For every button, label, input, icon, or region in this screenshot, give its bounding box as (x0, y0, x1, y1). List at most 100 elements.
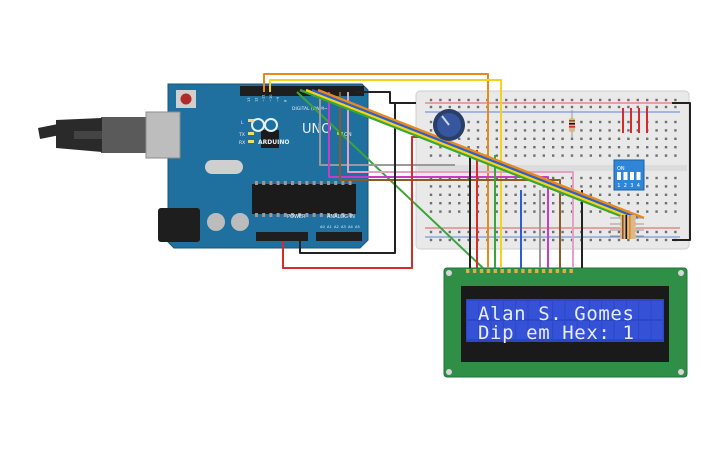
lcd-cell (540, 321, 553, 339)
dip-toggle-1[interactable] (617, 172, 621, 180)
digital-pin-label: ~10 (269, 94, 273, 102)
hole (655, 129, 658, 132)
hole (505, 238, 508, 242)
dip-number-label: 4 (637, 183, 640, 189)
lcd-mount-hole (678, 270, 684, 276)
hole (674, 98, 677, 102)
hole (655, 176, 658, 180)
hole (674, 176, 677, 180)
hole (467, 238, 470, 242)
potentiometer[interactable] (433, 109, 465, 141)
hole (523, 193, 527, 196)
hole (608, 176, 611, 180)
hole (636, 210, 639, 213)
hole (533, 105, 536, 109)
hole (523, 146, 527, 149)
arduino-logo-icon (264, 118, 278, 132)
hole (655, 185, 658, 188)
hole (533, 146, 536, 149)
hole (674, 129, 677, 132)
dip-toggle-3[interactable] (630, 172, 634, 180)
capacitor (207, 213, 225, 231)
hole (542, 193, 545, 196)
hole (439, 154, 442, 157)
resistor-band (622, 233, 624, 239)
hole (514, 146, 517, 149)
hole (664, 146, 668, 149)
chip-pin (305, 181, 309, 185)
hole (636, 202, 639, 205)
usb-chip (261, 130, 279, 148)
wire-diag-orange (317, 88, 645, 220)
hole (646, 154, 649, 157)
hole (542, 137, 545, 140)
hole (599, 176, 602, 180)
lcd-cell (590, 321, 602, 339)
hole (476, 98, 480, 102)
hole (608, 98, 611, 102)
hole (580, 146, 583, 149)
lcd-pin (507, 269, 511, 273)
resistor-band (569, 123, 575, 125)
reset-button[interactable] (180, 93, 192, 105)
hole (674, 137, 677, 140)
hole (467, 146, 470, 149)
hole (636, 230, 639, 234)
hole (599, 129, 602, 132)
hole (448, 105, 451, 109)
led-label-rx: RX (239, 140, 245, 146)
lcd-mount-hole (678, 369, 684, 375)
resistor-band (629, 221, 631, 227)
dip-toggle-4[interactable] (636, 172, 641, 180)
hole (495, 202, 498, 205)
digital-pin-label: ~11 (262, 94, 266, 102)
hole (627, 146, 630, 149)
dip-toggle-2[interactable] (623, 172, 628, 180)
capacitor (231, 213, 249, 231)
hole (429, 98, 433, 102)
lcd-cell (553, 321, 565, 339)
hole (599, 137, 602, 140)
hole (495, 238, 498, 242)
hole (608, 202, 611, 205)
lcd-pin (521, 269, 525, 273)
hole (664, 129, 668, 132)
hole (523, 185, 527, 188)
hole (570, 105, 574, 109)
resistor-band (625, 221, 628, 227)
lcd-cell (565, 321, 577, 339)
hole (589, 146, 592, 149)
hole (533, 210, 536, 213)
arduino-brand-text: ARDUINO (258, 139, 289, 146)
resistor-band (625, 215, 628, 221)
chip-pin (341, 213, 345, 217)
hole (646, 193, 649, 196)
lcd-pin (555, 269, 560, 273)
resistor-band (629, 227, 631, 233)
hole (664, 230, 668, 234)
hole (561, 98, 564, 102)
hole (439, 193, 442, 196)
lcd-cell (540, 301, 553, 319)
lcd-pin (569, 269, 573, 273)
hole (514, 98, 517, 102)
lcd-cell (602, 321, 614, 339)
hole (495, 185, 498, 188)
analog-pin-label: A1 (327, 225, 332, 229)
hole (636, 154, 639, 157)
resistor-band (622, 215, 624, 221)
wire-diag-blue (311, 88, 639, 220)
hole (617, 193, 621, 196)
hole (589, 230, 592, 234)
hole (627, 105, 630, 109)
hole (561, 129, 564, 132)
hole (533, 154, 536, 157)
chip-pin (334, 213, 338, 217)
hole (448, 202, 451, 205)
hole (674, 202, 677, 205)
hole (505, 193, 508, 196)
hole (439, 202, 442, 205)
dip-number-label: 3 (630, 183, 633, 189)
lcd-cell (503, 321, 516, 339)
